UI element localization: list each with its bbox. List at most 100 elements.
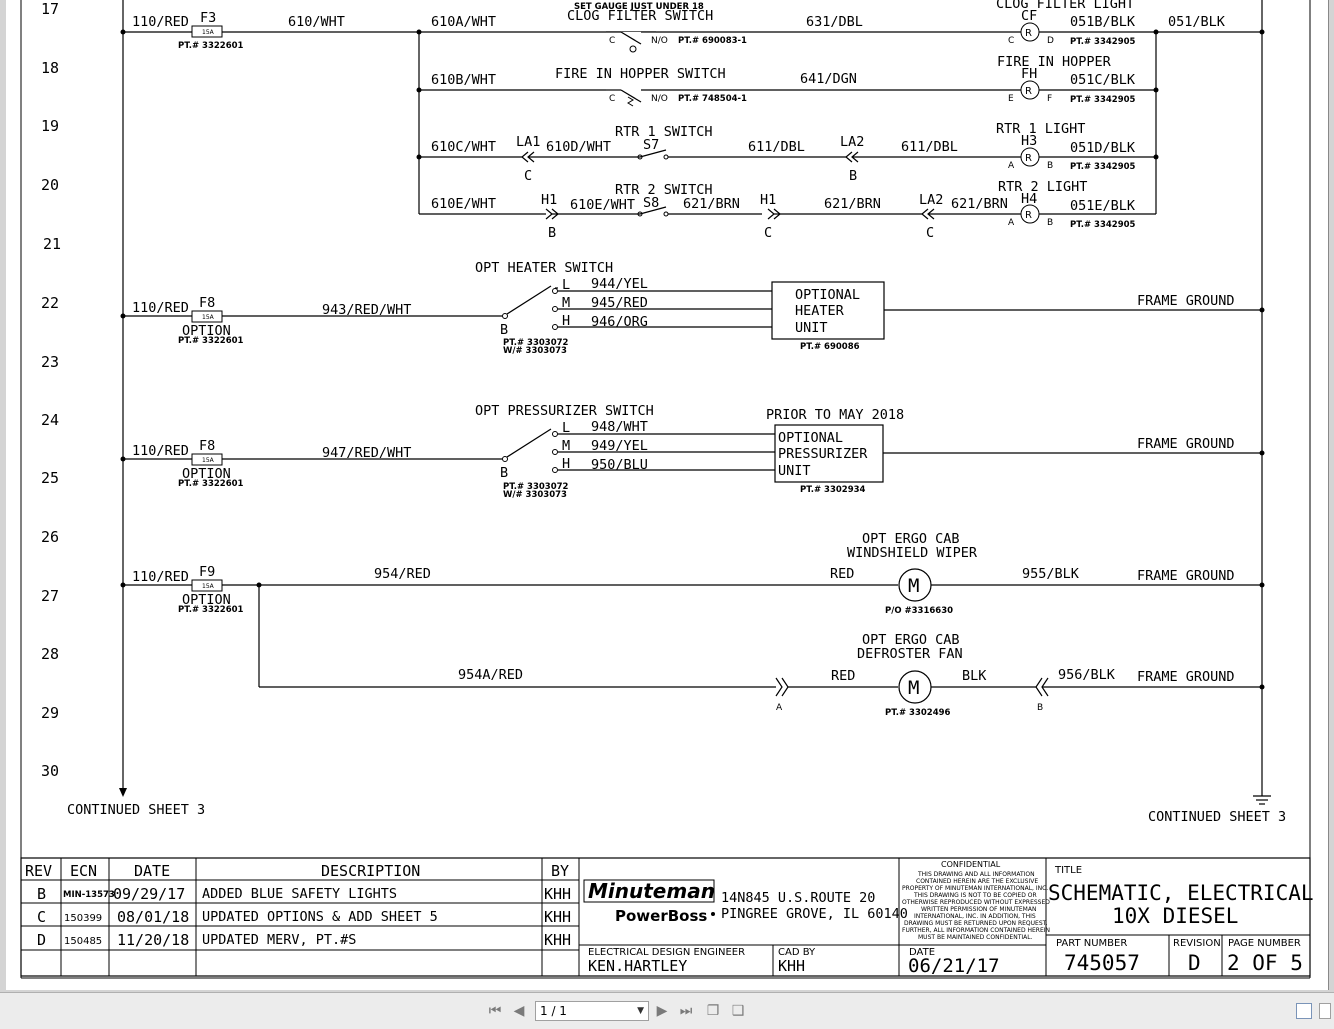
svg-text:PT.# 3302496: PT.# 3302496 (885, 708, 951, 718)
wire-label: 611/DBL (901, 139, 958, 155)
row-number: 19 (41, 117, 59, 135)
wire-label: 948/WHT (591, 419, 648, 435)
duplicate-page-icon[interactable]: ❑ (731, 1003, 745, 1019)
svg-text:B: B (500, 465, 508, 481)
svg-text:W/# 3303073: W/# 3303073 (503, 490, 567, 500)
svg-text:LA2: LA2 (840, 134, 864, 150)
previous-page-icon[interactable]: ◀ (513, 1003, 525, 1019)
svg-text:B: B (37, 885, 46, 903)
last-page-icon[interactable]: ⏭ (679, 1003, 693, 1019)
wire-label: 051E/BLK (1070, 198, 1136, 214)
pressurizer-unit-box (774, 424, 884, 483)
row-number: 18 (41, 59, 59, 77)
svg-text:C: C (926, 225, 934, 241)
svg-text:S7: S7 (643, 137, 659, 153)
svg-text:OPT ERGO CAB: OPT ERGO CAB (862, 632, 960, 648)
heater-circuit: OPT HEATER SWITCH 110/RED F8 15A OPTION … (120, 260, 1265, 356)
wire-label: 949/YEL (591, 438, 648, 454)
svg-text:RED: RED (831, 668, 855, 684)
wire-label: 950/BLU (591, 457, 648, 473)
wire-label: 051D/BLK (1070, 140, 1136, 156)
svg-text:D: D (37, 931, 46, 949)
viewer-toolbar: ⏮ ◀ 1 / 1 ▼ ▶ ⏭ ❐ ❑ (0, 992, 1334, 1029)
two-page-view-icon[interactable] (1319, 1003, 1331, 1019)
wire-label: 051B/BLK (1070, 14, 1136, 30)
address-line: PINGREE GROVE, IL 60140 (721, 906, 908, 922)
svg-text:L: L (562, 420, 570, 436)
fuse-label: F8 (199, 438, 215, 454)
date-header: DATE (134, 862, 170, 880)
switch-label: OPT HEATER SWITCH (475, 260, 613, 276)
wire-label: 110/RED (132, 569, 189, 585)
svg-text:PT.# 3342905: PT.# 3342905 (1070, 220, 1136, 230)
svg-text:B: B (1037, 703, 1043, 713)
row-number: 25 (41, 469, 59, 487)
light-label: RTR 2 LIGHT (998, 179, 1087, 195)
svg-text:PT.# 3322601: PT.# 3322601 (178, 605, 244, 615)
wire-label: 110/RED (132, 443, 189, 459)
svg-text:PowerBoss: PowerBoss (615, 907, 707, 925)
svg-text:A: A (1008, 161, 1015, 171)
next-page-icon[interactable]: ▶ (656, 1003, 668, 1019)
wiper-circuit: OPT ERGO CAB WINDSHIELD WIPER 110/RED F9… (120, 531, 1265, 616)
wire-label: 610B/WHT (431, 72, 496, 88)
circuit-row-19: 610C/WHT LA1 C 610D/WHT RTR 1 SWITCH S7 … (416, 121, 1159, 184)
svg-text:PT.# 3322601: PT.# 3322601 (178, 336, 244, 346)
svg-text:D: D (1047, 36, 1054, 46)
switch-label: RTR 2 SWITCH (615, 182, 713, 198)
continued-sheet-right: CONTINUED SHEET 3 (1148, 809, 1286, 825)
ground-label: FRAME GROUND (1137, 568, 1235, 584)
row-number: 28 (41, 645, 59, 663)
svg-text:PT.# 3302934: PT.# 3302934 (800, 485, 866, 495)
circuit-row-18: 610B/WHT FIRE IN HOPPER SWITCH C N/O PT.… (416, 54, 1159, 107)
row-number: 21 (43, 235, 61, 253)
switch-label: CLOG FILTER SWITCH (567, 8, 713, 24)
circuit-row-17: 110/RED F3 15A PT.# 3322601 610/WHT 610A… (120, 0, 1265, 214)
wire-label: 954/RED (374, 566, 431, 582)
wire-label: 956/BLK (1058, 667, 1116, 683)
svg-text:OPT ERGO CAB: OPT ERGO CAB (862, 531, 960, 547)
description-header: DESCRIPTION (321, 862, 420, 880)
svg-text:H: H (562, 456, 570, 472)
svg-text:KHH: KHH (544, 931, 571, 949)
svg-text:08/01/18: 08/01/18 (117, 908, 189, 926)
svg-text:CAD BY: CAD BY (778, 947, 816, 958)
copy-page-icon[interactable]: ❐ (706, 1003, 720, 1019)
connector-icon (775, 677, 789, 697)
svg-text:UPDATED MERV, PT.#S: UPDATED MERV, PT.#S (202, 932, 356, 948)
revision-row: B MIN-13573 09/29/17 ADDED BLUE SAFETY L… (37, 885, 571, 903)
svg-text:R: R (1025, 210, 1032, 221)
svg-text:ELECTRICAL DESIGN ENGINEER: ELECTRICAL DESIGN ENGINEER (588, 947, 745, 958)
wire-label: 945/RED (591, 295, 648, 311)
svg-text:WRITTEN PERMISSION OF MINUTEMA: WRITTEN PERMISSION OF MINUTEMAN (921, 906, 1036, 913)
svg-text:PT.# 3342905: PT.# 3342905 (1070, 37, 1136, 47)
svg-text:15A: 15A (202, 314, 215, 321)
schematic-drawing: 17 18 19 20 21 22 23 24 25 26 27 28 29 3… (20, 0, 1314, 979)
ground-label: FRAME GROUND (1137, 293, 1235, 309)
row-number: 22 (41, 294, 59, 312)
svg-text:TITLE: TITLE (1054, 865, 1082, 876)
svg-text:MIN-13573: MIN-13573 (63, 890, 115, 900)
revision-row: D 150485 11/20/18 UPDATED MERV, PT.#S KH… (37, 931, 571, 949)
wire-label: 946/ORG (591, 314, 648, 330)
first-page-icon[interactable]: ⏮ (488, 1003, 502, 1019)
svg-text:C: C (524, 168, 532, 184)
svg-text:LA2: LA2 (919, 192, 943, 208)
page-number-select[interactable]: 1 / 1 ▼ (535, 1001, 649, 1021)
svg-text:MUST BE MAINTAINED CONFIDENTIA: MUST BE MAINTAINED CONFIDENTIAL. (918, 934, 1033, 941)
switch-label: OPT PRESSURIZER SWITCH (475, 403, 654, 419)
wire-label: 621/BRN (824, 196, 881, 212)
row-number: 23 (41, 353, 59, 371)
svg-text:PART NUMBER: PART NUMBER (1056, 938, 1127, 949)
ground-symbol-icon (1253, 795, 1271, 805)
svg-text:PAGE NUMBER: PAGE NUMBER (1228, 938, 1301, 949)
continued-sheet-left: CONTINUED SHEET 3 (67, 802, 205, 818)
svg-text:FH: FH (1021, 66, 1037, 82)
single-page-view-icon[interactable] (1296, 1003, 1312, 1019)
svg-text:INTERNATIONAL, INC. IN ADDITIO: INTERNATIONAL, INC. IN ADDITION, THIS (914, 913, 1036, 920)
document-viewer[interactable]: 17 18 19 20 21 22 23 24 25 26 27 28 29 3… (0, 0, 1334, 992)
row-numbers: 17 18 19 20 21 22 23 24 25 26 27 28 29 3… (41, 0, 61, 780)
page-number-value: 1 / 1 (540, 1004, 567, 1018)
row-number: 29 (41, 704, 59, 722)
wire-label: 610/WHT (288, 14, 345, 30)
